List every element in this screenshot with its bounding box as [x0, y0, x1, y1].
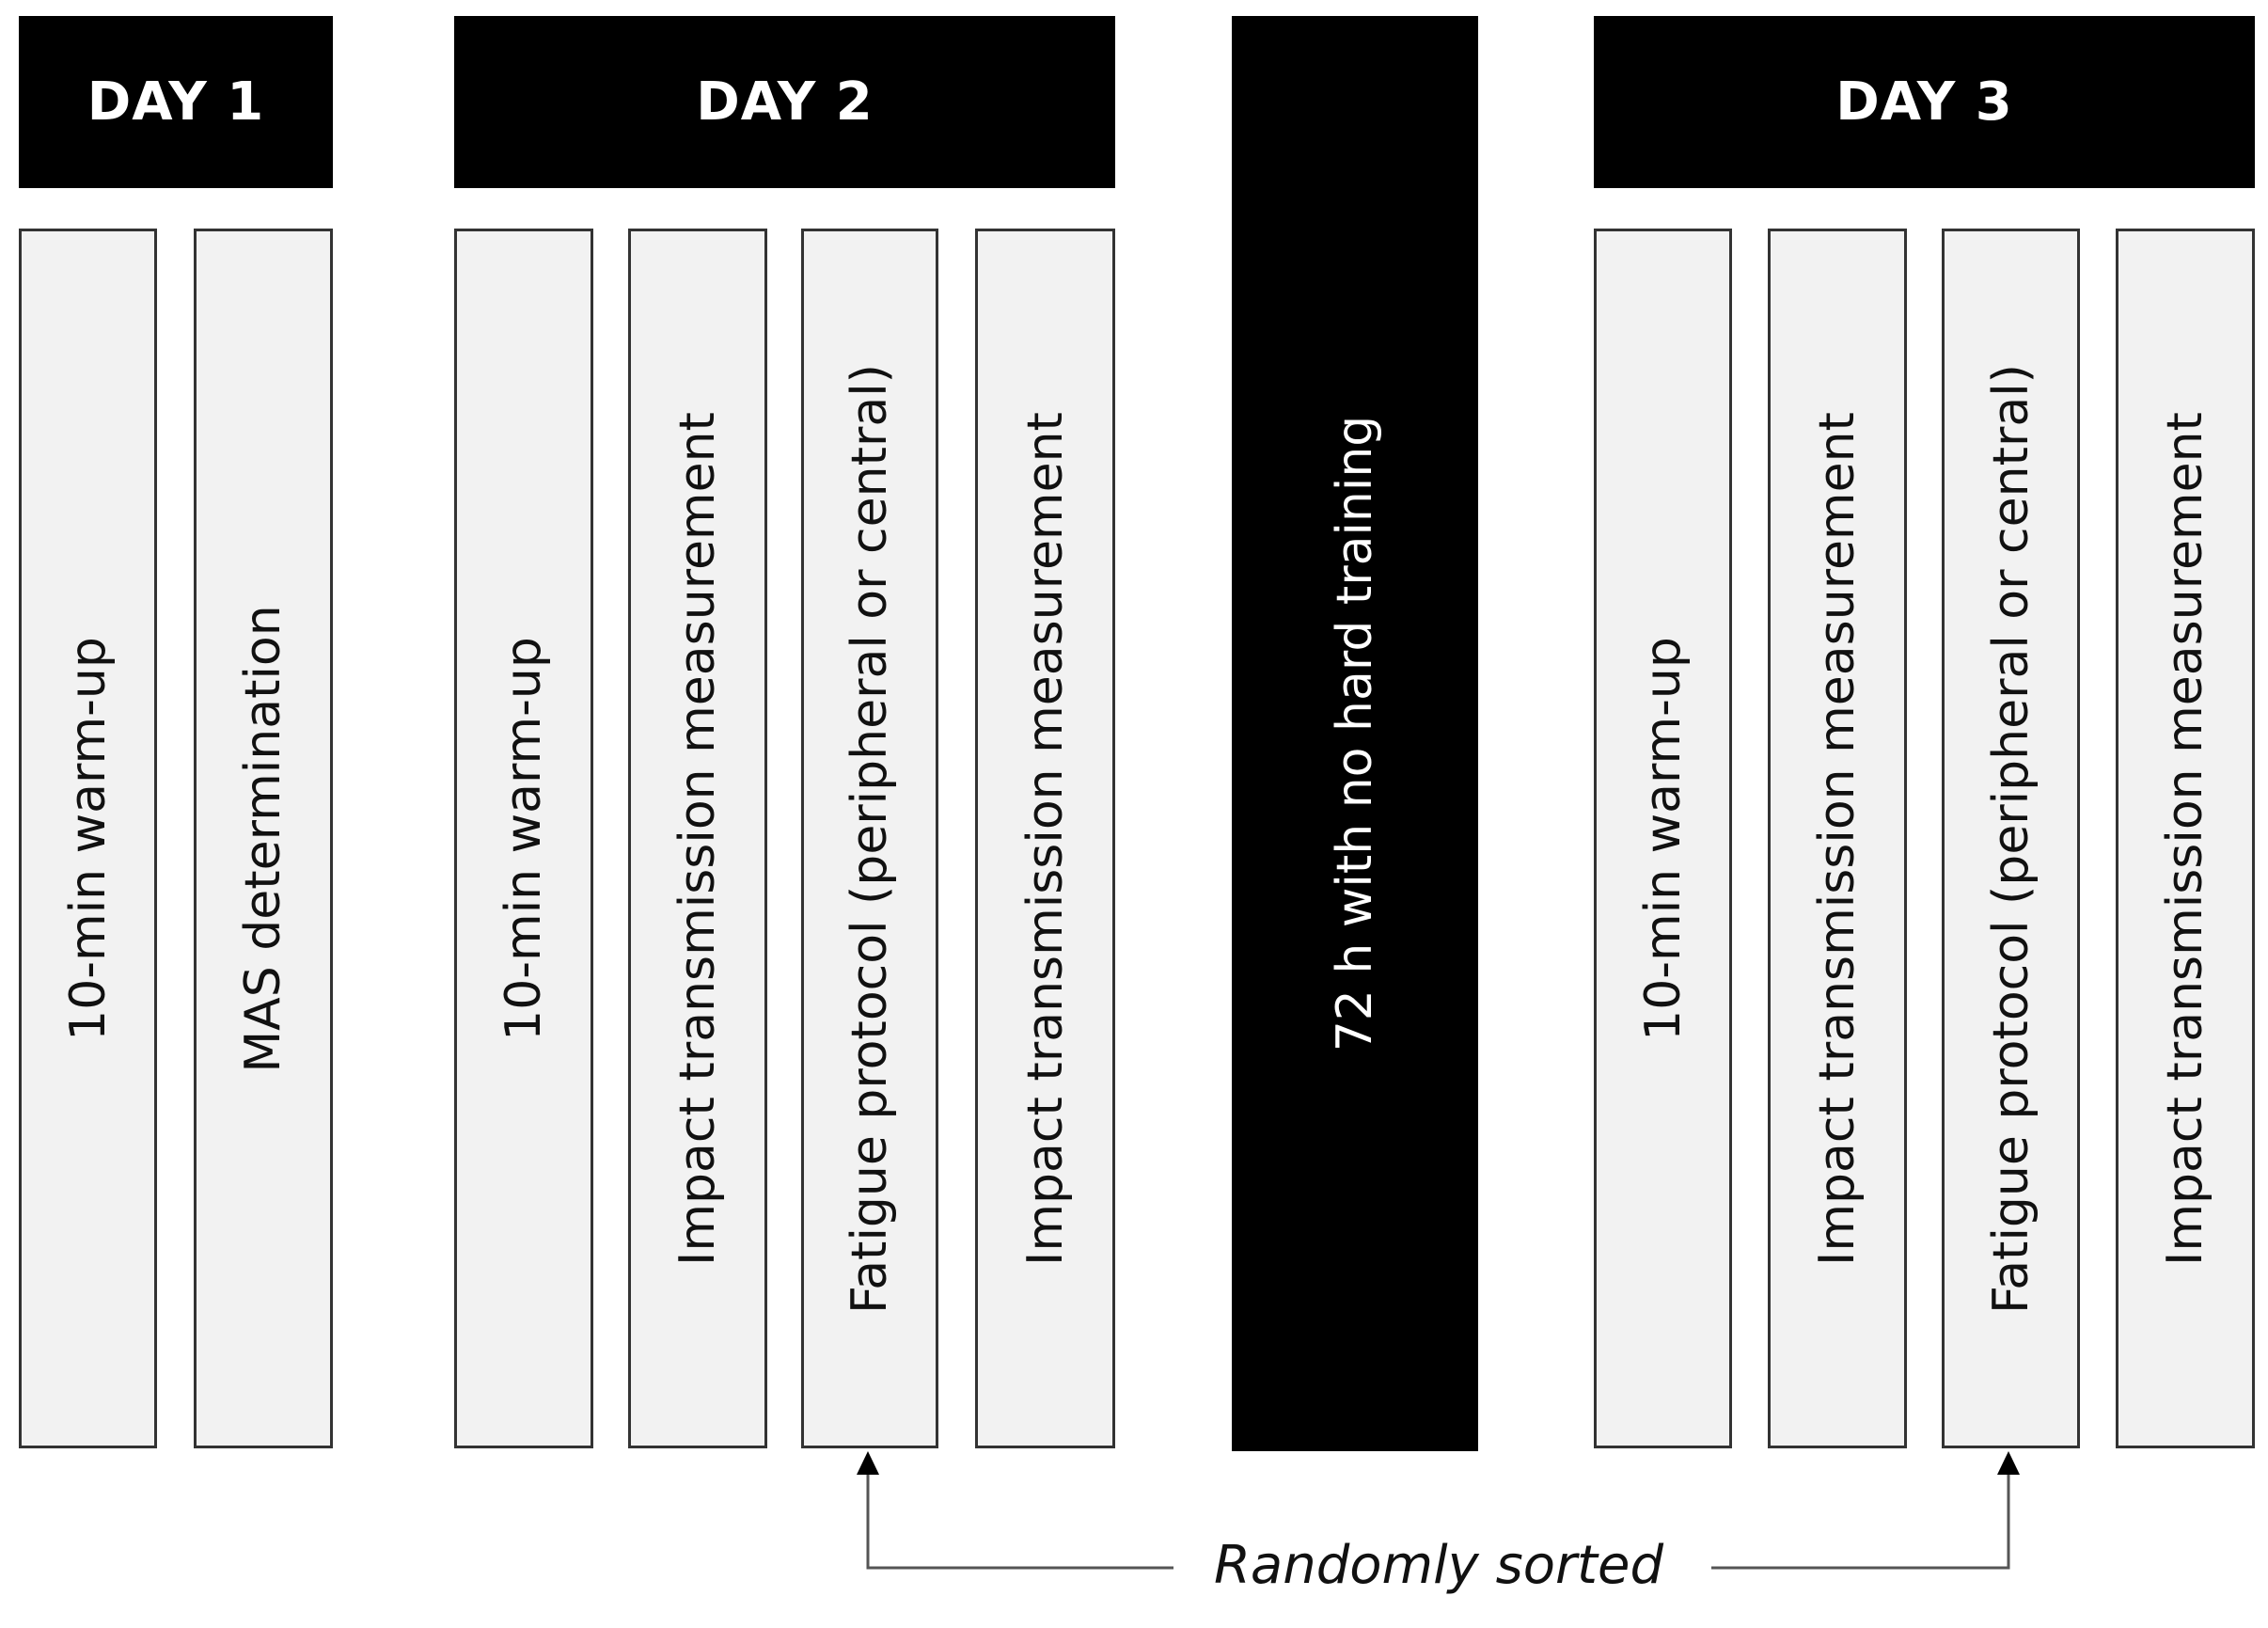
day-2-step-fatigue-protocol: Fatigue protocol (peripheral or central) [801, 229, 938, 1448]
rest-period-block: 72 h with no hard training [1232, 16, 1478, 1451]
arrowhead-day-3-icon [1997, 1451, 2020, 1475]
day-2-step-impact-measurement-pre: Impact transmission measurement [628, 229, 767, 1448]
connector-line-left [866, 1470, 1173, 1570]
day-1-step-warm-up: 10-min warm-up [19, 229, 157, 1448]
day-3-header: DAY 3 [1594, 16, 2255, 188]
day-3-step-impact-measurement-pre: Impact transmission measurement [1768, 229, 1907, 1448]
day-1-header: DAY 1 [19, 16, 333, 188]
day-2-header: DAY 2 [454, 16, 1115, 188]
day-2-step-impact-measurement-post: Impact transmission measurement [975, 229, 1115, 1448]
day-3-step-impact-measurement-post: Impact transmission measurement [2116, 229, 2255, 1448]
day-1-step-mas-determination: MAS determination [194, 229, 333, 1448]
day-3-step-warm-up: 10-min warm-up [1594, 229, 1732, 1448]
connector-label: Randomly sorted [1214, 1535, 1663, 1596]
arrowhead-day-2-icon [857, 1451, 879, 1475]
day-3-step-fatigue-protocol: Fatigue protocol (peripheral or central) [1942, 229, 2080, 1448]
day-2-step-warm-up: 10-min warm-up [454, 229, 593, 1448]
connector-line-right [1711, 1470, 2010, 1570]
